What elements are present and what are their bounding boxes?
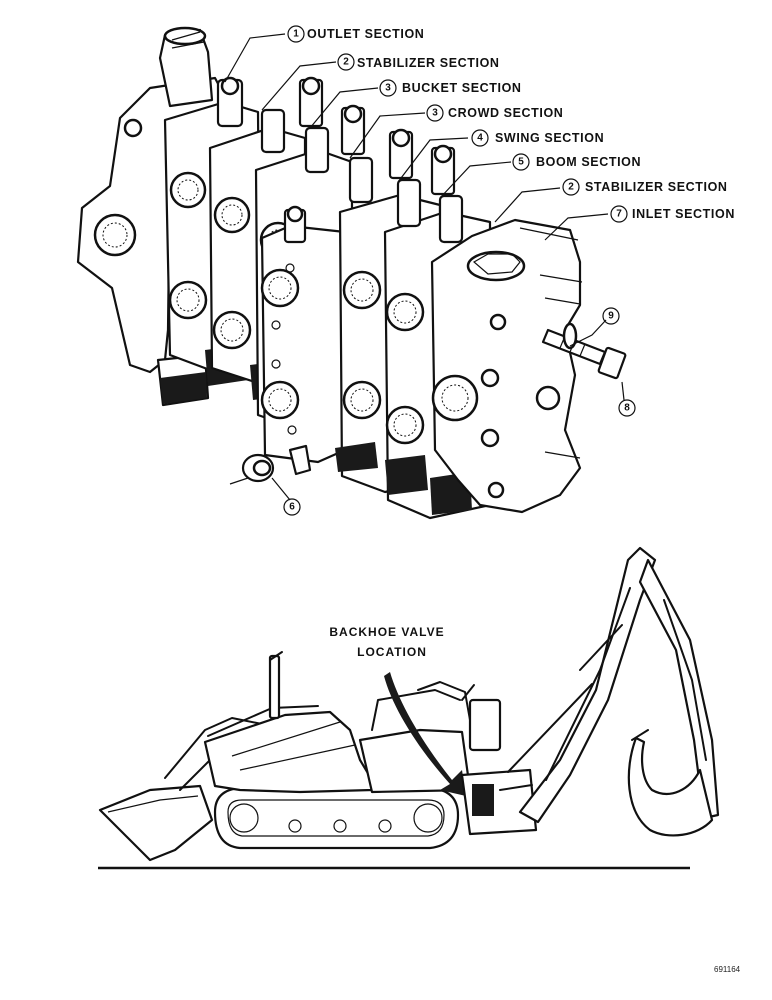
callout-2-label: STABILIZER SECTION [357,56,500,70]
callout-4-label: CROWD SECTION [448,106,563,120]
spool-caps [216,76,464,244]
callout-2-number: 2 [343,57,349,68]
part-callout-6: 6 [283,498,301,516]
valve-assembly [76,26,627,520]
callout-6-number: 5 [518,157,524,168]
part-callout-9-number: 9 [608,311,614,322]
part-callout-9: 9 [602,307,620,325]
callout-4-number: 3 [432,108,438,119]
callout-2: 2 STABILIZER SECTION [337,53,500,71]
location-note-line2: LOCATION [357,645,427,659]
callout-8: 7 INLET SECTION [610,205,735,223]
callout-3: 3 BUCKET SECTION [379,79,522,97]
fitting [241,444,312,483]
part-callout-8: 8 [618,399,636,417]
callout-6-label: BOOM SECTION [536,155,641,169]
callout-7: 2 STABILIZER SECTION [562,178,728,196]
callout-leaders [224,33,625,501]
callout-6: 5 BOOM SECTION [512,153,641,171]
callout-1: 1 OUTLET SECTION [287,25,424,43]
part-callout-8-number: 8 [624,403,630,414]
callout-5-label: SWING SECTION [495,131,604,145]
callout-4: 3 CROWD SECTION [426,104,563,122]
callout-8-number: 7 [616,209,622,220]
callout-5-number: 4 [477,133,483,144]
valve-location-note: BACKHOE VALVE LOCATION [329,625,444,659]
location-note-line1: BACKHOE VALVE [329,625,444,639]
callout-8-label: INLET SECTION [632,207,735,221]
callout-3-label: BUCKET SECTION [402,81,522,95]
callout-5: 4 SWING SECTION [471,129,604,147]
figure-code: 691164 [714,965,741,974]
callout-1-label: OUTLET SECTION [307,27,424,41]
callout-3-number: 3 [385,83,391,94]
part-callout-6-number: 6 [289,502,295,513]
mounting-bolt [541,322,627,380]
callout-7-number: 2 [568,182,574,193]
callout-7-label: STABILIZER SECTION [585,180,728,194]
crawler-backhoe-illustration [98,546,720,870]
callout-1-number: 1 [293,29,299,40]
